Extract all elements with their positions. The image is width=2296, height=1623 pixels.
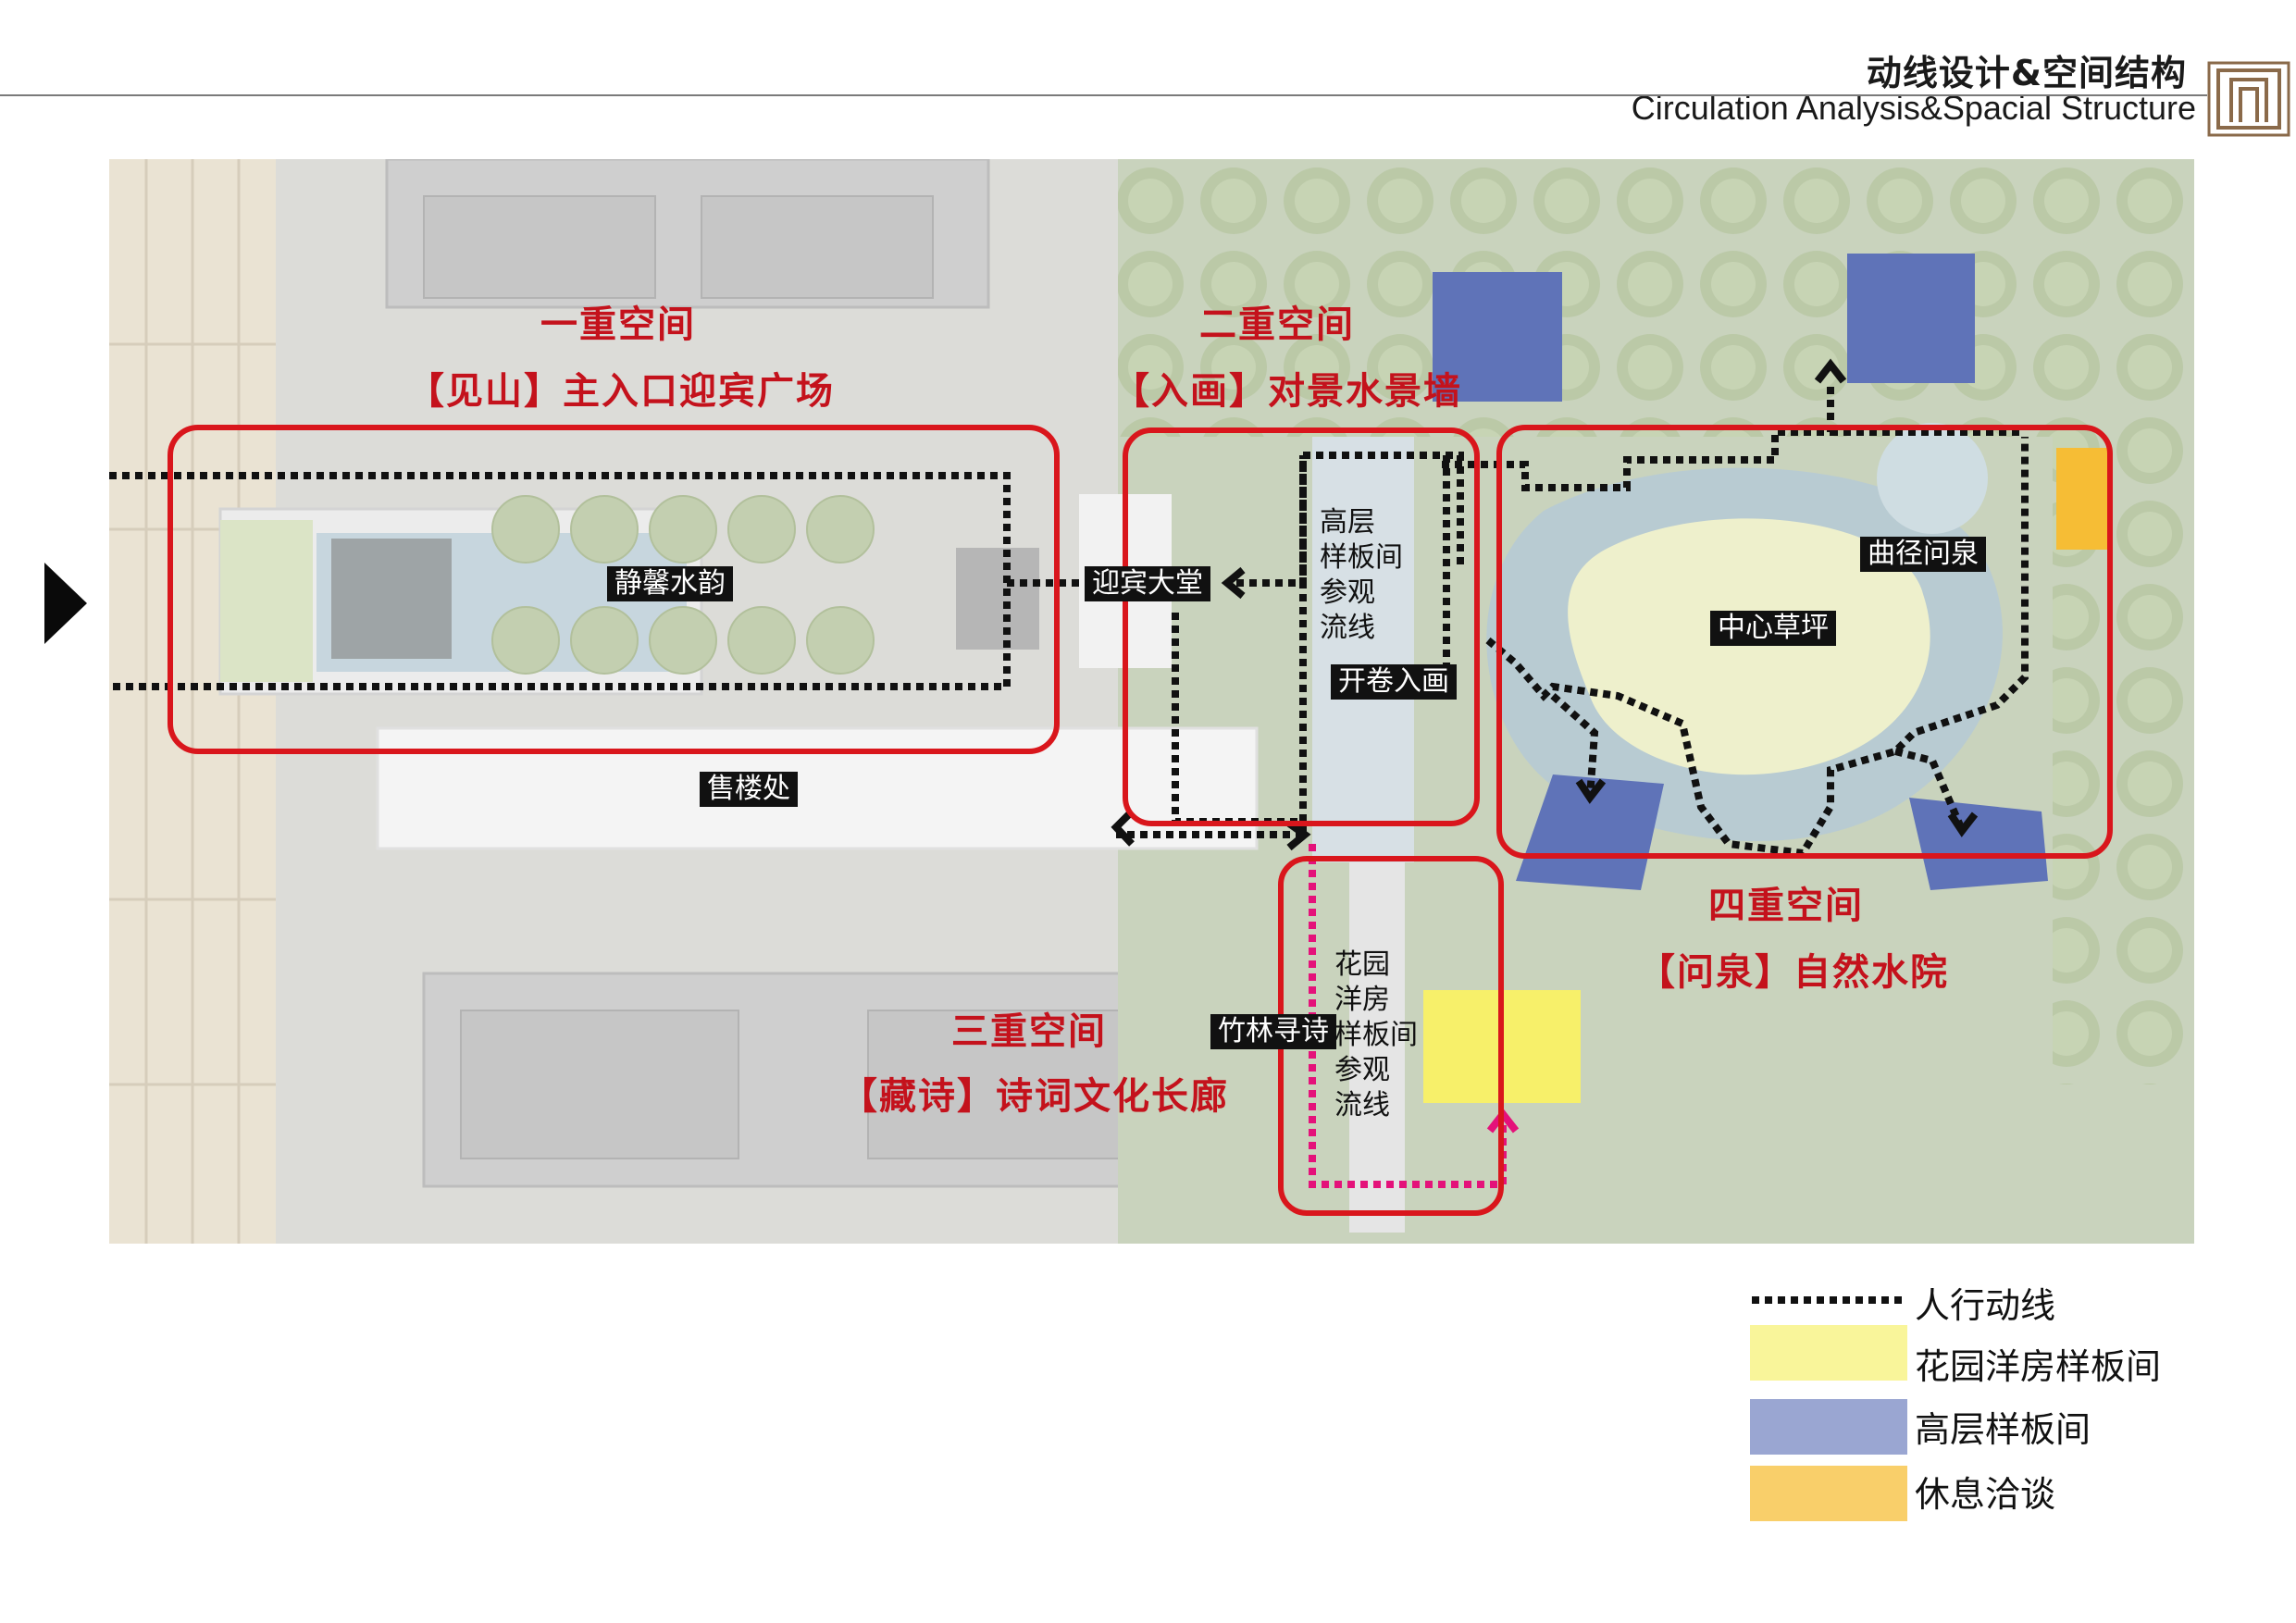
- paving-grid: [109, 159, 276, 1244]
- fret-logo-icon: [2207, 61, 2290, 137]
- label-yingbin: 迎宾大堂: [1085, 566, 1210, 601]
- highrise-sample-block: [1516, 774, 1664, 890]
- site-plan-graphics: [109, 159, 2194, 1244]
- zone-1-outline: [168, 425, 1060, 754]
- legend-rest-swatch: [1750, 1466, 1907, 1521]
- site-plan: 一重空间 【见山】主入口迎宾广场 二重空间 【入画】对景水景墙 三重空间 【藏诗…: [109, 159, 2194, 1244]
- highrise-sample-block: [1433, 272, 1562, 402]
- plaza-trees: [491, 495, 875, 675]
- sales-office: [376, 726, 1259, 850]
- note-line: 流线: [1320, 612, 1375, 644]
- note-line: 洋房: [1334, 984, 1390, 1016]
- zone-1-subtitle: 【见山】主入口迎宾广场: [407, 369, 835, 413]
- label-shoulou: 售楼处: [700, 772, 798, 807]
- zone-2-subtitle: 【入画】对景水景墙: [1112, 369, 1462, 413]
- legend-label: 人行动线: [1915, 1285, 2056, 1326]
- zone-2-title: 二重空间: [1199, 303, 1355, 346]
- route-arrow-icons: [1111, 358, 1979, 851]
- label-zhulin: 竹林寻诗: [1210, 1014, 1336, 1049]
- legend-label: 花园洋房样板间: [1915, 1346, 2162, 1387]
- highrise-sample-block: [1909, 798, 2048, 890]
- highrise-sample-block: [1847, 254, 1975, 383]
- label-caoping: 中心草坪: [1710, 611, 1836, 646]
- legend-label: 高层样板间: [1915, 1409, 2091, 1450]
- legend-garden-swatch: [1750, 1325, 1907, 1381]
- play-arrow-icon: [44, 563, 87, 644]
- note-line: 样板间: [1320, 541, 1403, 574]
- zone-1-title: 一重空间: [540, 303, 696, 346]
- rest-area-block: [2056, 448, 2108, 550]
- pedestrian-routes: [109, 381, 2029, 858]
- zone-4-title: 四重空间: [1708, 884, 1864, 927]
- zone-2-outline: [1123, 427, 1480, 826]
- header-rule: [0, 94, 2207, 96]
- legend-dotted-line-swatch: [1752, 1296, 1905, 1304]
- zone-4-subtitle: 【问泉】自然水院: [1638, 950, 1949, 994]
- zone-3-outline: [1496, 425, 2113, 859]
- zone-3-subtitle: 【藏诗】诗词文化长廊: [840, 1074, 1229, 1118]
- garden-route-note: 花园 洋房 样板间 参观 流线: [1334, 948, 1418, 1123]
- page-title-cn: 动线设计&空间结构: [1866, 53, 2187, 93]
- label-jingxin: 静馨水韵: [607, 566, 733, 601]
- note-line: 流线: [1334, 1089, 1390, 1121]
- note-line: 样板间: [1334, 1019, 1418, 1051]
- note-line: 参观: [1334, 1054, 1390, 1086]
- legend-label: 休息洽谈: [1915, 1474, 2056, 1515]
- highrise-route-note: 高层 样板间 参观 流线: [1320, 505, 1403, 646]
- note-line: 花园: [1334, 948, 1390, 981]
- zone-outlines: [168, 425, 2113, 1216]
- label-qujing: 曲径问泉: [1860, 537, 1986, 572]
- note-line: 高层: [1320, 506, 1375, 539]
- label-kaijuan: 开卷入画: [1331, 664, 1457, 700]
- zone-3-title: 三重空间: [951, 1010, 1107, 1053]
- legend-highrise-swatch: [1750, 1399, 1907, 1455]
- note-line: 参观: [1320, 576, 1375, 609]
